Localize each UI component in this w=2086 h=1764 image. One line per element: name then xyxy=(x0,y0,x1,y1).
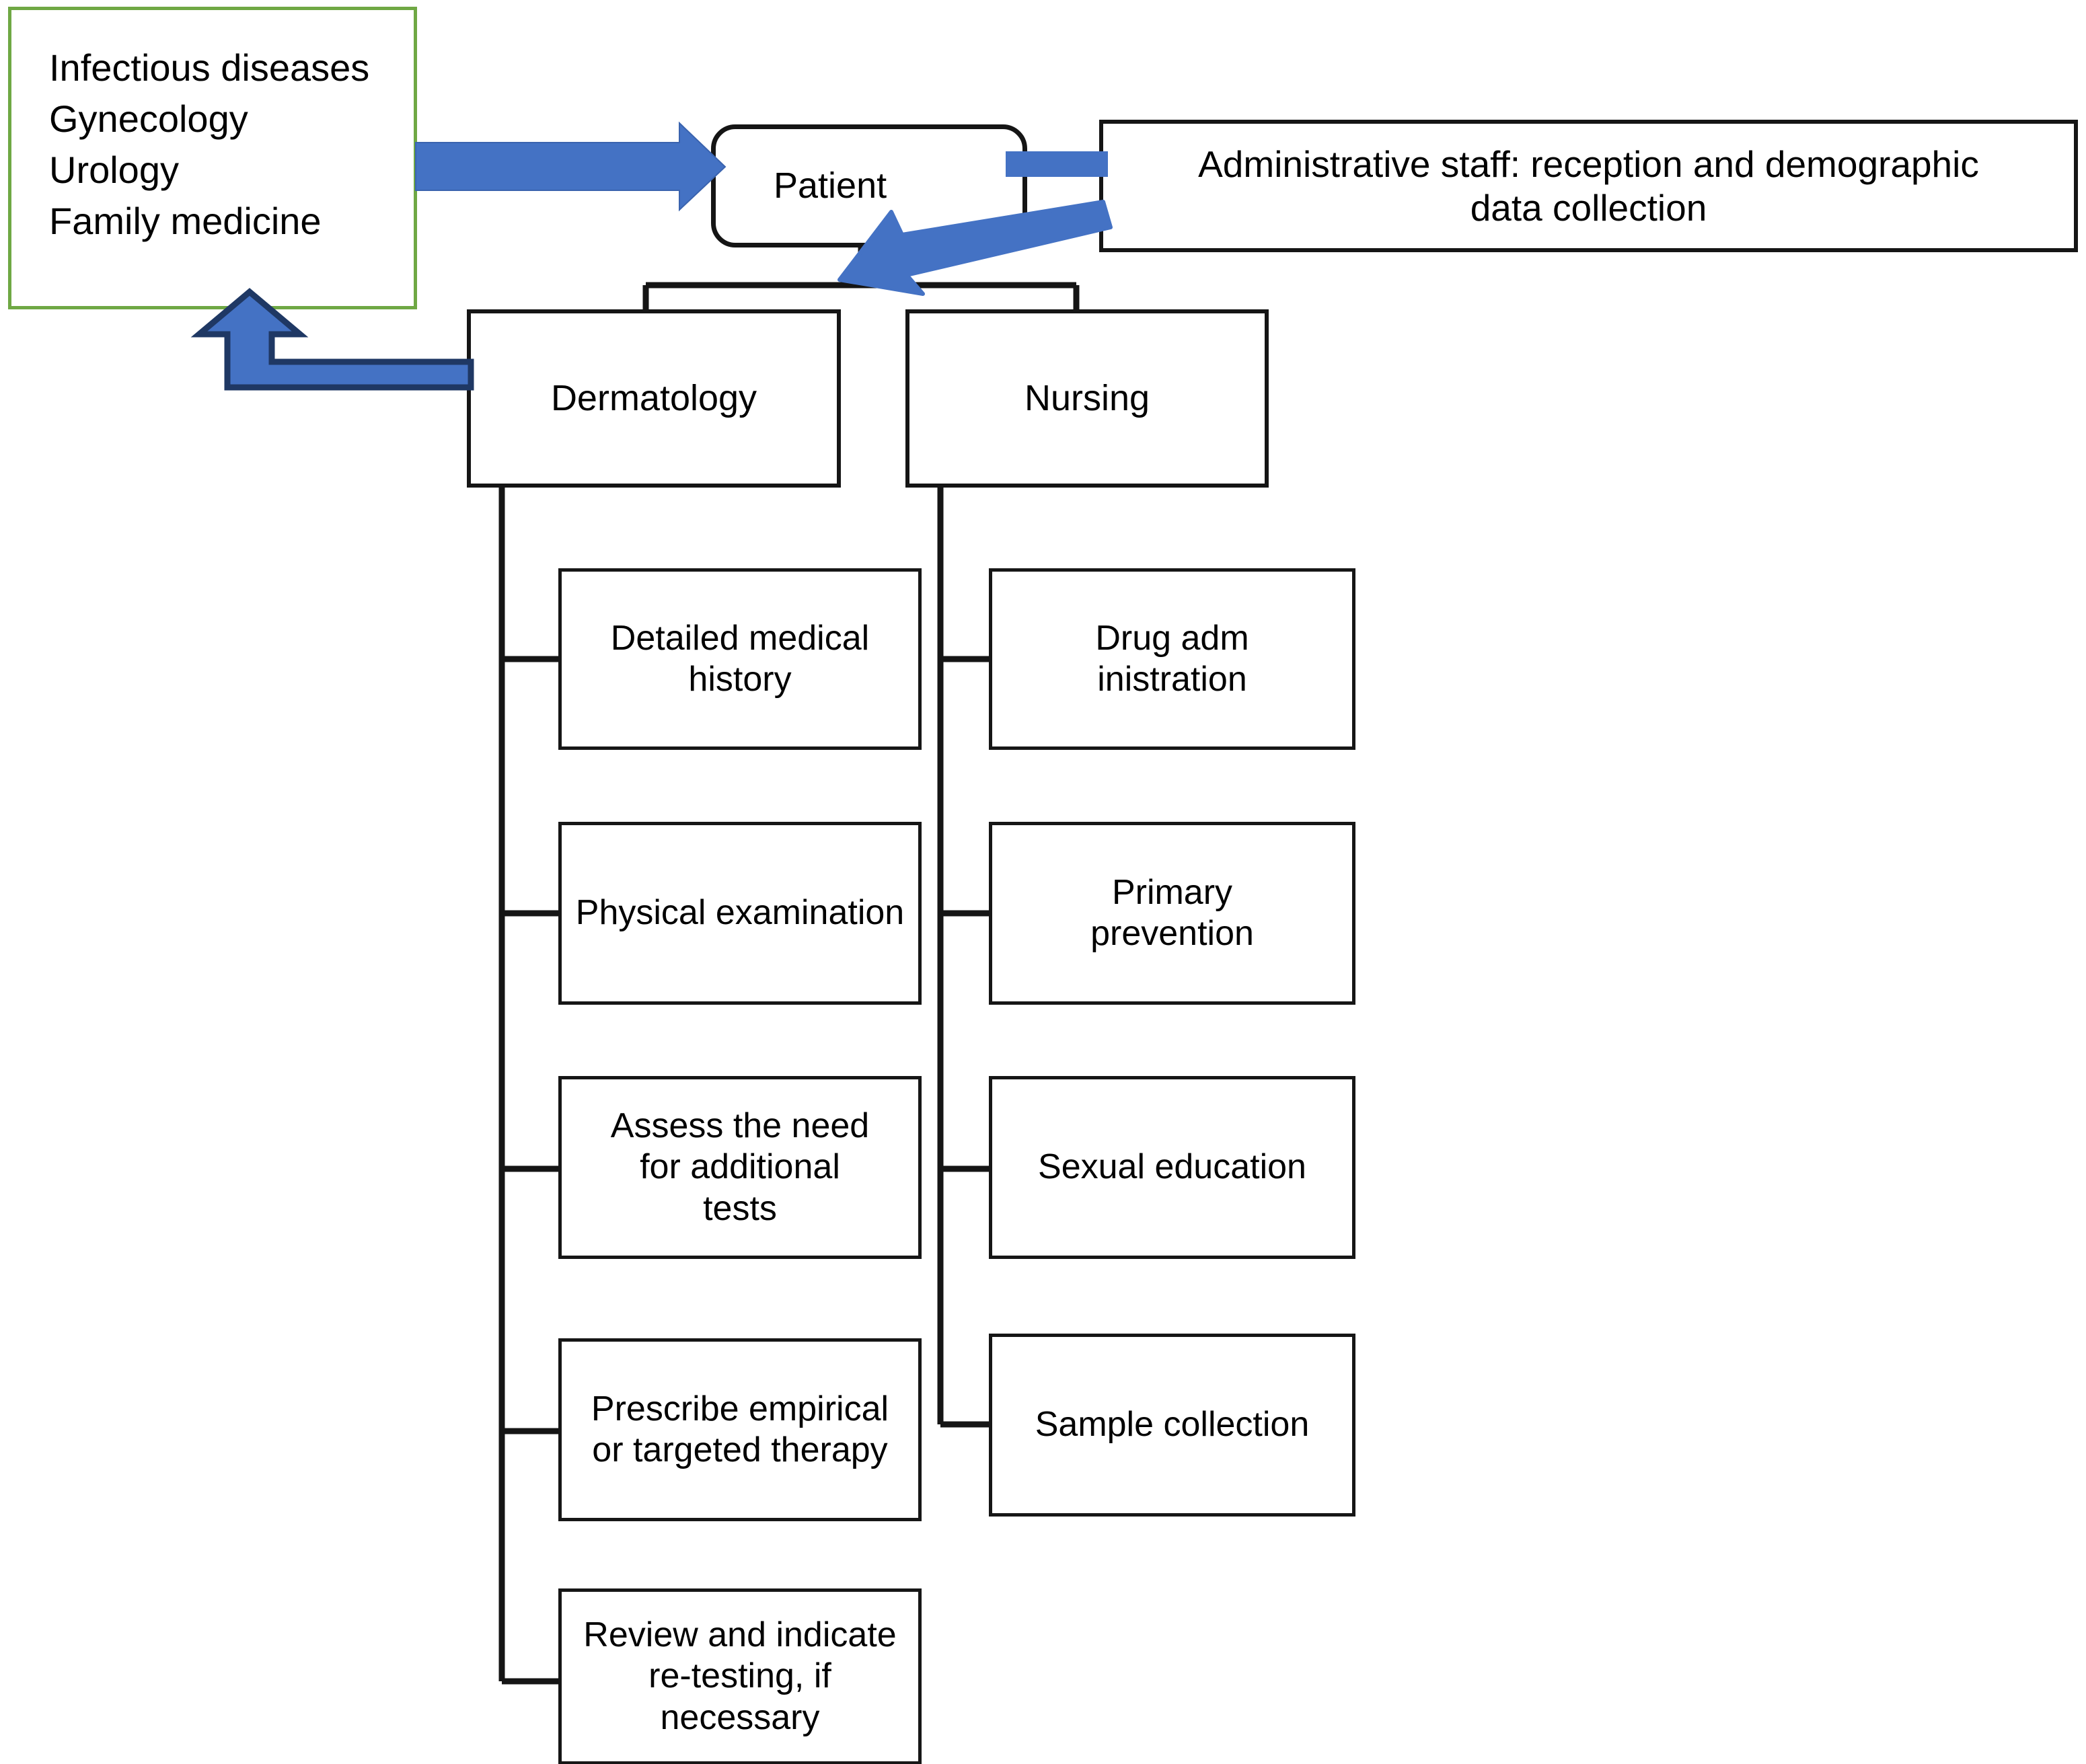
arrow-dermatology-to-specialties xyxy=(190,288,474,391)
arrow-admin-to-patient-top xyxy=(1006,151,1108,177)
dermatology-task-label: Review and indicate re-testing, if neces… xyxy=(583,1615,897,1737)
dermatology-task-box[interactable]: Review and indicate re-testing, if neces… xyxy=(558,1588,922,1764)
dermatology-task-label: Assess the need for additional tests xyxy=(610,1106,870,1228)
arrow-specialties-to-patient xyxy=(415,121,727,212)
dermatology-task-label: Prescribe empirical or targeted therapy xyxy=(591,1389,889,1469)
nursing-task-box[interactable]: Sample collection xyxy=(989,1334,1355,1517)
dermatology-label: Dermatology xyxy=(550,377,757,418)
specialties-box[interactable]: Infectious diseases Gynecology Urology F… xyxy=(8,7,417,309)
nursing-task-box[interactable]: Drug adm inistration xyxy=(989,568,1355,750)
dermatology-node[interactable]: Dermatology xyxy=(467,309,841,488)
dermatology-task-box[interactable]: Detailed medical history xyxy=(558,568,922,750)
nursing-node[interactable]: Nursing xyxy=(905,309,1269,488)
specialties-label: Infectious diseases Gynecology Urology F… xyxy=(49,46,370,243)
administrative-staff-box[interactable]: Administrative staff: reception and demo… xyxy=(1099,120,2078,252)
dermatology-task-label: Detailed medical history xyxy=(610,618,870,699)
dermatology-task-label: Physical examination xyxy=(575,893,905,933)
nursing-task-box[interactable]: Primary prevention xyxy=(989,822,1355,1005)
administrative-staff-label: Administrative staff: reception and demo… xyxy=(1198,143,1979,229)
nursing-task-label: Drug adm inistration xyxy=(1095,618,1249,699)
nursing-task-label: Sexual education xyxy=(1038,1147,1306,1187)
nursing-task-label: Sample collection xyxy=(1035,1405,1310,1445)
patient-label: Patient xyxy=(774,165,887,206)
arrow-admin-to-patient-diagonal xyxy=(837,200,1113,296)
dermatology-task-box[interactable]: Physical examination xyxy=(558,822,922,1005)
dermatology-task-box[interactable]: Prescribe empirical or targeted therapy xyxy=(558,1338,922,1521)
nursing-label: Nursing xyxy=(1024,377,1150,418)
dermatology-task-box[interactable]: Assess the need for additional tests xyxy=(558,1076,922,1259)
nursing-task-label: Primary prevention xyxy=(1090,872,1254,953)
nursing-task-box[interactable]: Sexual education xyxy=(989,1076,1355,1259)
